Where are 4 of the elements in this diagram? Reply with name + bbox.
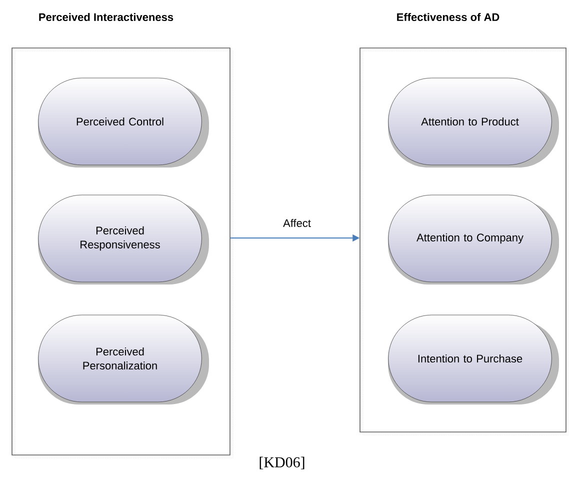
- group-heading: Effectiveness of AD: [397, 12, 500, 22]
- group-heading: Perceived Interactiveness: [39, 12, 174, 22]
- caption: [KD06]: [260, 456, 304, 470]
- edge-label: Affect: [283, 218, 311, 228]
